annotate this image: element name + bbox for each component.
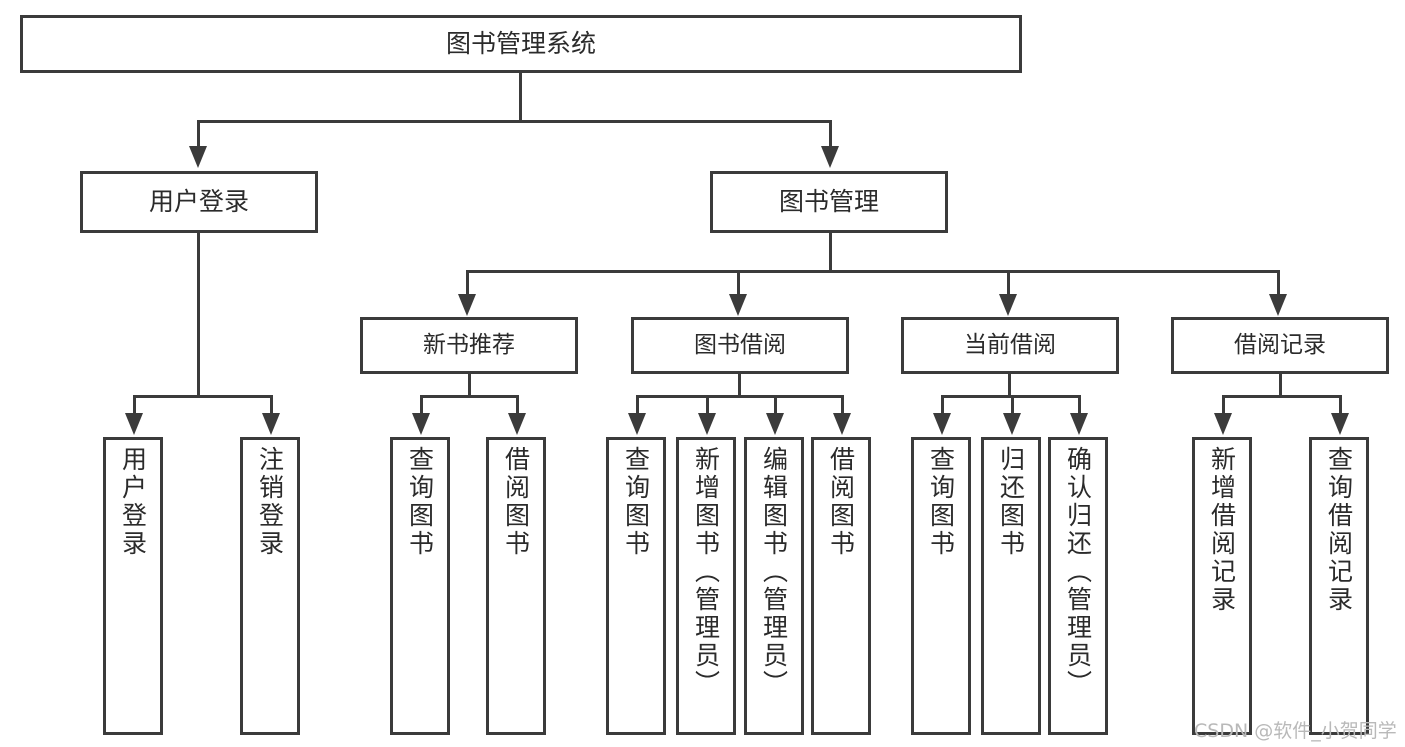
node-label: 查询借阅记录: [1324, 446, 1354, 614]
arrowhead-leaf-borrow-book-nb: [508, 413, 526, 435]
csdn-watermark: CSDN @软件_小贺同学: [1194, 720, 1397, 742]
arrowhead-user-login: [189, 146, 207, 168]
arrowhead-current-borrow: [999, 294, 1017, 316]
connector-book-borrow-drop-3: [774, 395, 777, 413]
connector-current-borrow-drop-3: [1078, 395, 1081, 413]
node-book-management[interactable]: 图书管理: [710, 171, 948, 233]
connector-level3-drop-3: [1007, 270, 1010, 294]
connector-borrow-records-stem: [1279, 374, 1282, 395]
arrowhead-book-management: [821, 146, 839, 168]
leaf-user-login[interactable]: 用户登录: [103, 437, 163, 735]
node-label: 查询图书: [621, 446, 651, 558]
connector-current-borrow-drop-1: [941, 395, 944, 413]
arrowhead-leaf-query-book-cb: [933, 413, 951, 435]
node-label: 查询图书: [405, 446, 435, 558]
node-label: 图书管理: [778, 186, 879, 216]
connector-user-login-bus: [133, 395, 270, 398]
leaf-logout[interactable]: 注销登录: [240, 437, 300, 735]
node-new-book-recommend[interactable]: 新书推荐: [360, 317, 578, 374]
arrowhead-leaf-edit-book: [766, 413, 784, 435]
leaf-query-borrow-record[interactable]: 查询借阅记录: [1309, 437, 1369, 735]
connector-book-borrow-stem: [738, 374, 741, 395]
connector-user-login-stem: [197, 233, 200, 395]
leaf-confirm-return-admin[interactable]: 确认归还（管理员）: [1048, 437, 1108, 735]
connector-level3-drop-2: [737, 270, 740, 294]
connector-level2-drop-user-login: [197, 120, 200, 146]
node-label: 编辑图书（管理员）: [759, 446, 789, 698]
leaf-return-book[interactable]: 归还图书: [981, 437, 1041, 735]
arrowhead-new-book-recommend: [458, 294, 476, 316]
node-label: 当前借阅: [964, 332, 1056, 359]
connector-borrow-records-drop-1: [1222, 395, 1225, 413]
arrowhead-leaf-logout: [262, 413, 280, 435]
node-label: 新增图书（管理员）: [691, 446, 721, 698]
connector-new-book-drop-1: [420, 395, 423, 413]
node-label: 用户登录: [148, 186, 249, 216]
node-label: 归还图书: [996, 446, 1026, 558]
arrowhead-leaf-borrow-book-bb: [833, 413, 851, 435]
node-user-login[interactable]: 用户登录: [80, 171, 318, 233]
connector-level3-drop-4: [1277, 270, 1280, 294]
node-label: 用户登录: [118, 446, 148, 558]
connector-book-borrow-drop-2: [706, 395, 709, 413]
arrowhead-leaf-return-book: [1003, 413, 1021, 435]
node-label: 注销登录: [255, 446, 285, 558]
leaf-query-book-current[interactable]: 查询图书: [911, 437, 971, 735]
connector-book-borrow-drop-1: [636, 395, 639, 413]
node-label: 借阅图书: [501, 446, 531, 558]
leaf-edit-book-admin[interactable]: 编辑图书（管理员）: [744, 437, 804, 735]
connector-book-management-stem: [829, 233, 832, 270]
connector-new-book-bus: [420, 395, 516, 398]
leaf-query-book-borrow[interactable]: 查询图书: [606, 437, 666, 735]
leaf-borrow-book[interactable]: 借阅图书: [811, 437, 871, 735]
connector-current-borrow-drop-2: [1011, 395, 1014, 413]
node-label: 借阅图书: [826, 446, 856, 558]
arrowhead-leaf-add-book: [698, 413, 716, 435]
node-label: 新增借阅记录: [1207, 446, 1237, 614]
arrowhead-leaf-query-book-nb: [412, 413, 430, 435]
connector-root-stem: [519, 73, 522, 120]
node-current-borrow[interactable]: 当前借阅: [901, 317, 1119, 374]
connector-current-borrow-stem: [1008, 374, 1011, 395]
leaf-query-book-new-recommend[interactable]: 查询图书: [390, 437, 450, 735]
connector-new-book-stem: [468, 374, 471, 395]
leaf-add-book-admin[interactable]: 新增图书（管理员）: [676, 437, 736, 735]
arrowhead-book-borrow: [729, 294, 747, 316]
node-label: 确认归还（管理员）: [1063, 446, 1093, 698]
node-label: 查询图书: [926, 446, 956, 558]
node-label: 图书借阅: [694, 332, 786, 359]
node-borrow-records[interactable]: 借阅记录: [1171, 317, 1389, 374]
connector-user-login-drop-1: [133, 395, 136, 413]
node-label: 新书推荐: [423, 332, 515, 359]
connector-level2-drop-book-management: [829, 120, 832, 146]
arrowhead-leaf-add-record: [1214, 413, 1232, 435]
connector-book-borrow-bus: [636, 395, 843, 398]
connector-borrow-records-drop-2: [1339, 395, 1342, 413]
node-root-book-management-system[interactable]: 图书管理系统: [20, 15, 1022, 73]
node-book-borrow[interactable]: 图书借阅: [631, 317, 849, 374]
connector-borrow-records-bus: [1222, 395, 1339, 398]
arrowhead-leaf-confirm-return: [1070, 413, 1088, 435]
arrowhead-leaf-user-login: [125, 413, 143, 435]
leaf-borrow-book-new-recommend[interactable]: 借阅图书: [486, 437, 546, 735]
connector-new-book-drop-2: [516, 395, 519, 413]
arrowhead-borrow-records: [1269, 294, 1287, 316]
arrowhead-leaf-query-record: [1331, 413, 1349, 435]
connector-level3-bus: [466, 270, 1280, 273]
connector-book-borrow-drop-4: [841, 395, 844, 413]
connector-level3-drop-1: [466, 270, 469, 294]
connector-level2-bus: [197, 120, 832, 123]
arrowhead-leaf-query-book-bb: [628, 413, 646, 435]
node-label: 图书管理系统: [445, 28, 596, 58]
connector-user-login-drop-2: [270, 395, 273, 413]
leaf-add-borrow-record[interactable]: 新增借阅记录: [1192, 437, 1252, 735]
node-label: 借阅记录: [1234, 332, 1326, 359]
